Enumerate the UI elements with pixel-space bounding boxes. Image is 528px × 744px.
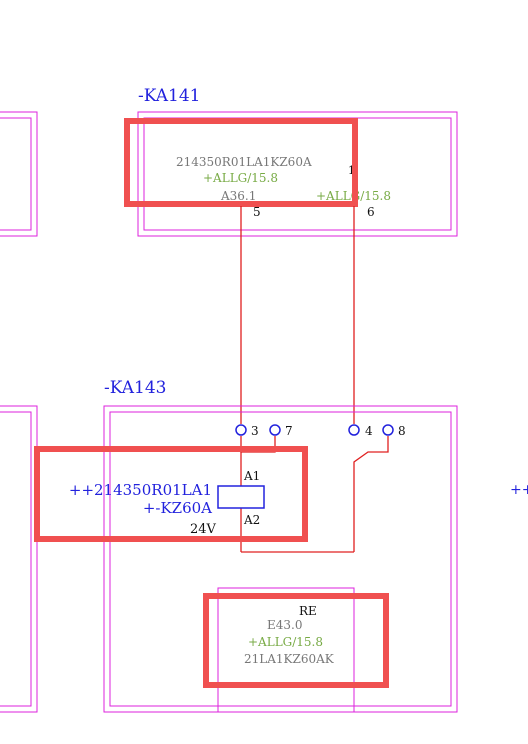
re-device[interactable]: RE E43.0 +ALLG/15.8 21LA1KZ60AK bbox=[217, 587, 355, 713]
ka143-highlight-box bbox=[34, 446, 308, 542]
re-highlight-box bbox=[203, 593, 389, 688]
ka143-internal-wiring bbox=[240, 436, 389, 553]
ka143-pin3: 3 bbox=[251, 424, 259, 438]
wires bbox=[240, 206, 355, 424]
coil-icon bbox=[217, 485, 265, 509]
ka143-pin4: 4 bbox=[365, 424, 373, 438]
ka143-pin8: 8 bbox=[398, 424, 406, 438]
ka141-part-number: 214350R01LA1KZ60A bbox=[176, 155, 312, 169]
left-frame-top bbox=[0, 111, 38, 237]
ka143-tag: -KA143 bbox=[104, 378, 166, 398]
ka141-pin6: 6 bbox=[367, 205, 375, 219]
terminal-7-icon[interactable] bbox=[269, 424, 281, 436]
ka143-pin7: 7 bbox=[285, 424, 293, 438]
ka141-pin1: 1 bbox=[348, 164, 355, 177]
re-ref: E43.0 bbox=[267, 618, 302, 632]
ka143-part-line1: ++214350R01LA1 bbox=[69, 481, 212, 499]
ka141-frame-inner bbox=[143, 117, 452, 231]
ka143-part-line2: +-KZ60A bbox=[143, 499, 212, 517]
ka143-voltage: 24V bbox=[190, 522, 217, 537]
right-edge-label: ++ bbox=[510, 482, 528, 498]
ka141-device[interactable]: -KA141 214350R01LA1KZ60A +ALLG/15.8 A36.… bbox=[137, 86, 458, 237]
ka143-frame-inner bbox=[109, 411, 452, 707]
coil-a1-label: A1 bbox=[243, 469, 260, 483]
ka141-frame-outer bbox=[137, 111, 458, 237]
ka141-pin5: 5 bbox=[253, 205, 261, 219]
left-frame-bottom bbox=[0, 405, 38, 713]
coil-a2-label: A2 bbox=[243, 513, 260, 527]
terminal-4-icon[interactable] bbox=[348, 424, 360, 436]
re-part: 21LA1KZ60AK bbox=[244, 652, 335, 666]
ka141-tag: -KA141 bbox=[138, 86, 200, 106]
re-location: +ALLG/15.8 bbox=[248, 635, 323, 649]
ka141-ref: A36.1 bbox=[220, 189, 256, 203]
re-frame bbox=[217, 587, 355, 713]
ka141-location: +ALLG/15.8 bbox=[203, 171, 278, 185]
terminal-8-icon[interactable] bbox=[382, 424, 394, 436]
terminal-3-icon[interactable] bbox=[235, 424, 247, 436]
re-label: RE bbox=[299, 604, 317, 618]
ka143-device[interactable]: -KA143 3 7 4 8 A1 A2 ++214350R01LA1 +-KZ… bbox=[69, 378, 458, 713]
ka141-highlight-box bbox=[124, 118, 358, 207]
